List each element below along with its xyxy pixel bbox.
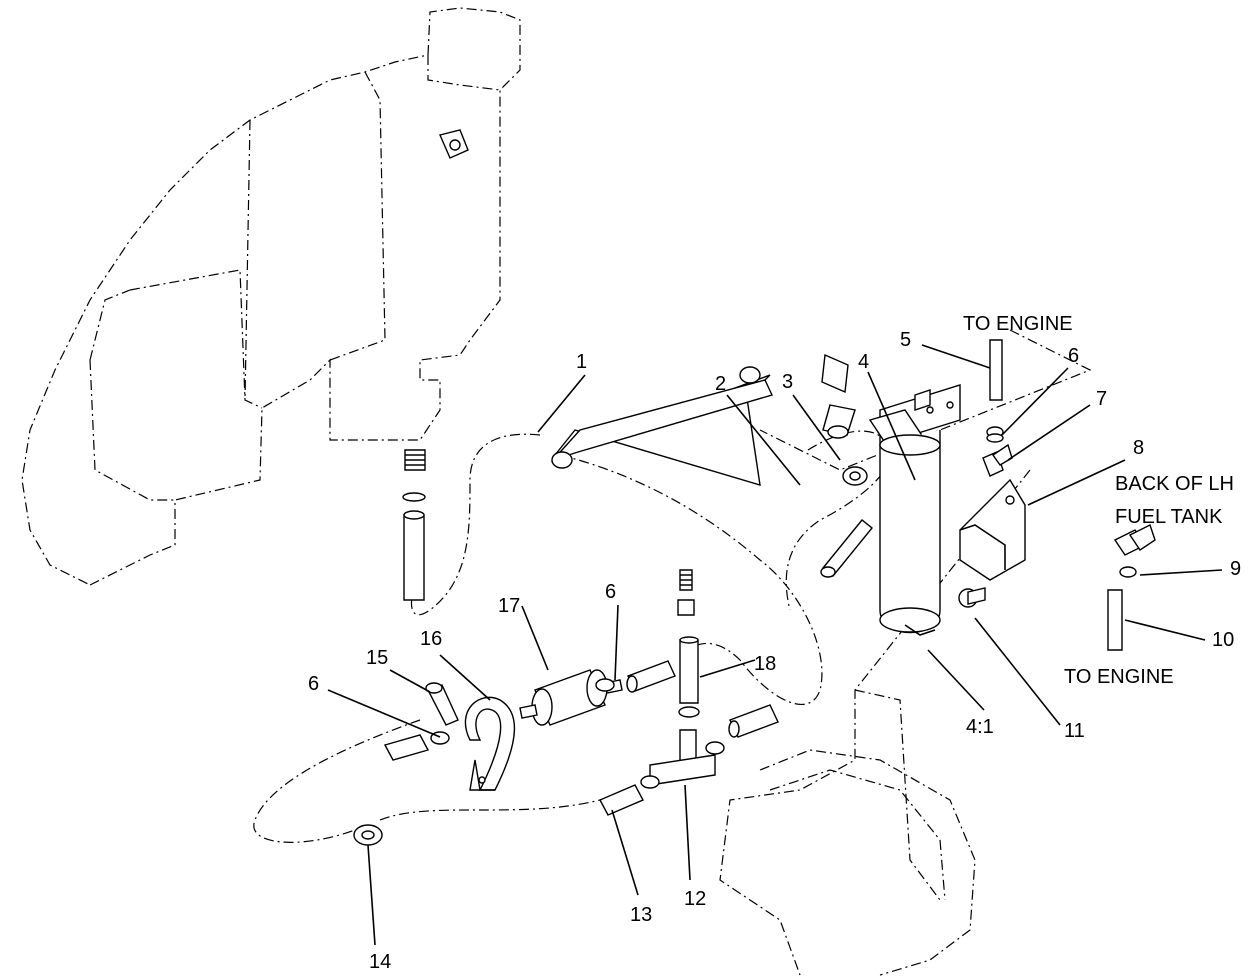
- label-6-left: 6: [308, 673, 319, 695]
- tank-fuel-outlet-fitting: [402, 449, 426, 601]
- fuel-cooler-tube: [550, 366, 773, 486]
- label-5: 5: [900, 329, 911, 351]
- callout-labels: 1 2 3 4 4:1 5 6 6 6 7 8 9 10 11 12 13 14…: [308, 329, 1241, 973]
- note-back-of-lh-line2: FUEL TANK: [1115, 506, 1223, 528]
- separator-mounting-bracket: [959, 478, 1026, 581]
- separator-inlet-hose: [820, 519, 873, 578]
- label-6-filter: 6: [605, 581, 616, 603]
- label-14: 14: [369, 951, 391, 973]
- tee-fitting: [640, 729, 725, 789]
- label-2: 2: [715, 373, 726, 395]
- fuel-hose-lower: [599, 784, 644, 816]
- label-4: 4: [858, 351, 869, 373]
- fuel-water-separator: [868, 384, 961, 634]
- label-1: 1: [576, 351, 587, 373]
- note-to-engine-bottom: TO ENGINE: [1064, 666, 1174, 688]
- label-3: 3: [782, 371, 793, 393]
- note-back-of-lh-line1: BACK OF LH: [1115, 473, 1234, 495]
- mounting-bracket-outline: [719, 329, 1092, 976]
- fuel-tank-outline: [21, 7, 521, 586]
- label-12: 12: [684, 888, 706, 910]
- grommet: [353, 824, 383, 846]
- label-6-top: 6: [1068, 345, 1079, 367]
- label-13: 13: [630, 904, 652, 926]
- leader-lines: [327, 344, 1223, 946]
- separator-outlet-elbow: [982, 426, 1013, 477]
- label-9: 9: [1230, 558, 1241, 580]
- label-11: 11: [1064, 720, 1085, 742]
- vertical-fuel-line: [677, 569, 700, 718]
- hose-to-engine-bottom: [1107, 589, 1123, 651]
- hose-segment-filter-outlet: [626, 660, 676, 693]
- separator-bolt: [958, 587, 986, 608]
- clamp-bolt: [425, 682, 459, 726]
- label-4-1: 4:1: [966, 716, 994, 738]
- separator-drain-tube: [904, 624, 936, 636]
- p-clamp: [464, 696, 516, 791]
- label-7: 7: [1096, 388, 1107, 410]
- label-16: 16: [420, 628, 442, 650]
- note-to-engine-top: TO ENGINE: [963, 313, 1073, 335]
- annotations: TO ENGINE BACK OF LH FUEL TANK TO ENGINE: [963, 313, 1234, 688]
- tank-vent-fitting: [439, 129, 469, 159]
- label-15: 15: [366, 647, 388, 669]
- fuel-hose-to-separator: [821, 353, 856, 439]
- label-8: 8: [1133, 437, 1144, 459]
- back-of-lh-tank-fitting: [1113, 524, 1156, 578]
- fuel-line-routing-outline: [253, 430, 891, 843]
- hose-to-engine-top: [989, 339, 1003, 401]
- label-10: 10: [1212, 629, 1234, 651]
- label-17: 17: [498, 595, 520, 617]
- fuel-filter: [519, 669, 623, 726]
- separator-inlet-grommet: [842, 466, 868, 486]
- fuel-hose-short-right: [728, 704, 779, 738]
- label-18: 18: [754, 653, 776, 675]
